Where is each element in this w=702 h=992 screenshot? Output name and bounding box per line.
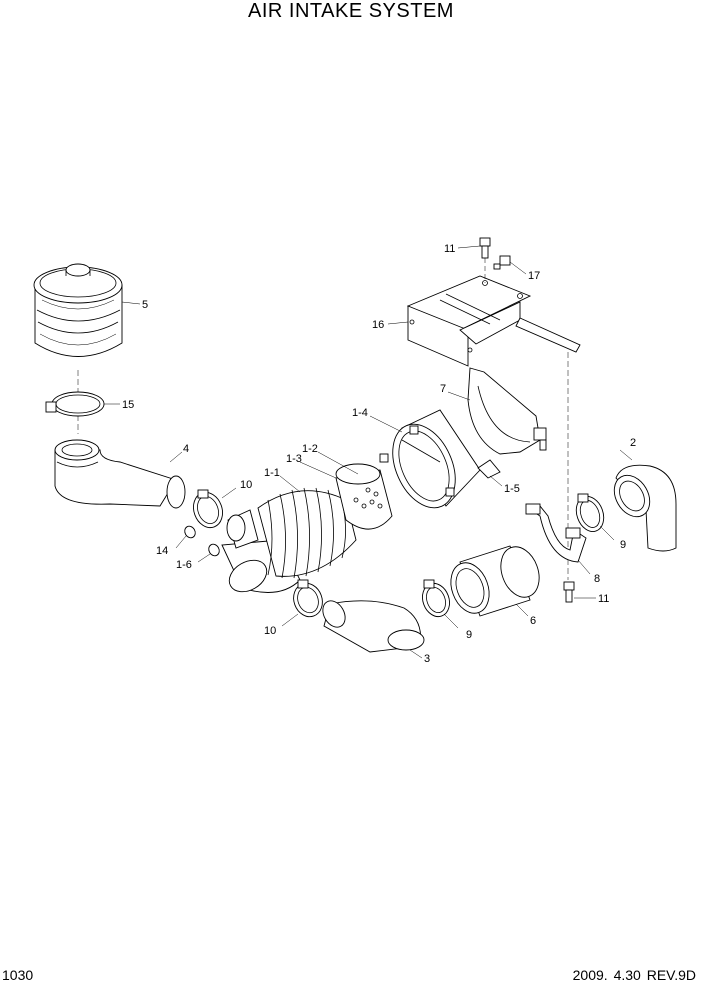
callout-8: 8: [594, 573, 600, 585]
air-cleaner-body: [221, 463, 393, 593]
callout-1-2: 1-2: [302, 443, 318, 455]
callout-11-top: 11: [444, 243, 455, 255]
band-clamp-7: [467, 367, 547, 455]
hose-clamp-9-middle: [422, 579, 450, 618]
dust-cover-1-4: [379, 409, 501, 509]
valve-1-6: [208, 543, 220, 557]
hose-3: [322, 600, 425, 653]
callout-1-6: 1-6: [176, 559, 192, 571]
band-clamp-8: [525, 503, 587, 563]
elbow-2: [613, 464, 677, 552]
callout-9-middle: 9: [466, 629, 472, 641]
revision-date: 2009. 4.30 REV.9D: [572, 967, 696, 983]
hose-clamp-10-upper: [193, 489, 223, 529]
callout-11-bottom: 11: [598, 593, 609, 605]
callout-14: 14: [156, 545, 168, 557]
cap-14: [184, 525, 196, 539]
callout-4: 4: [183, 443, 189, 455]
callout-3: 3: [424, 653, 430, 665]
callout-10-lower: 10: [264, 625, 276, 637]
bracket-16: [406, 275, 581, 367]
bolt-11-bottom: [563, 581, 575, 603]
callout-9-right: 9: [620, 539, 626, 551]
callout-5: 5: [142, 299, 148, 311]
clamp-ring-15: [45, 391, 105, 417]
precleaner-cap: [33, 263, 123, 357]
callout-2: 2: [630, 437, 636, 449]
hose-clamp-9-right: [575, 493, 605, 532]
callout-7: 7: [440, 383, 446, 395]
hose-6: [450, 545, 540, 617]
callout-10-upper: 10: [240, 479, 252, 491]
callout-16: 16: [372, 319, 384, 331]
page-number: 1030: [2, 967, 34, 983]
callout-1-4: 1-4: [352, 407, 368, 419]
callout-1-5: 1-5: [504, 483, 520, 495]
callout-1-3: 1-3: [286, 453, 302, 465]
callout-1-1: 1-1: [264, 467, 280, 479]
callout-15: 15: [122, 399, 134, 411]
bolt-17: [493, 255, 511, 270]
callout-6: 6: [530, 615, 536, 627]
leader-lines: [104, 245, 633, 659]
page-title: AIR INTAKE SYSTEM: [248, 0, 454, 22]
bolt-11-top: [479, 237, 491, 259]
callout-labels: 11 17 16 5 15 7 1-4 4 1-2 1-3 1-1 1-5 2 …: [122, 243, 636, 665]
hose-clamp-10-lower: [293, 579, 323, 618]
elbow-hose-4: [54, 439, 186, 509]
callout-17: 17: [528, 270, 540, 282]
